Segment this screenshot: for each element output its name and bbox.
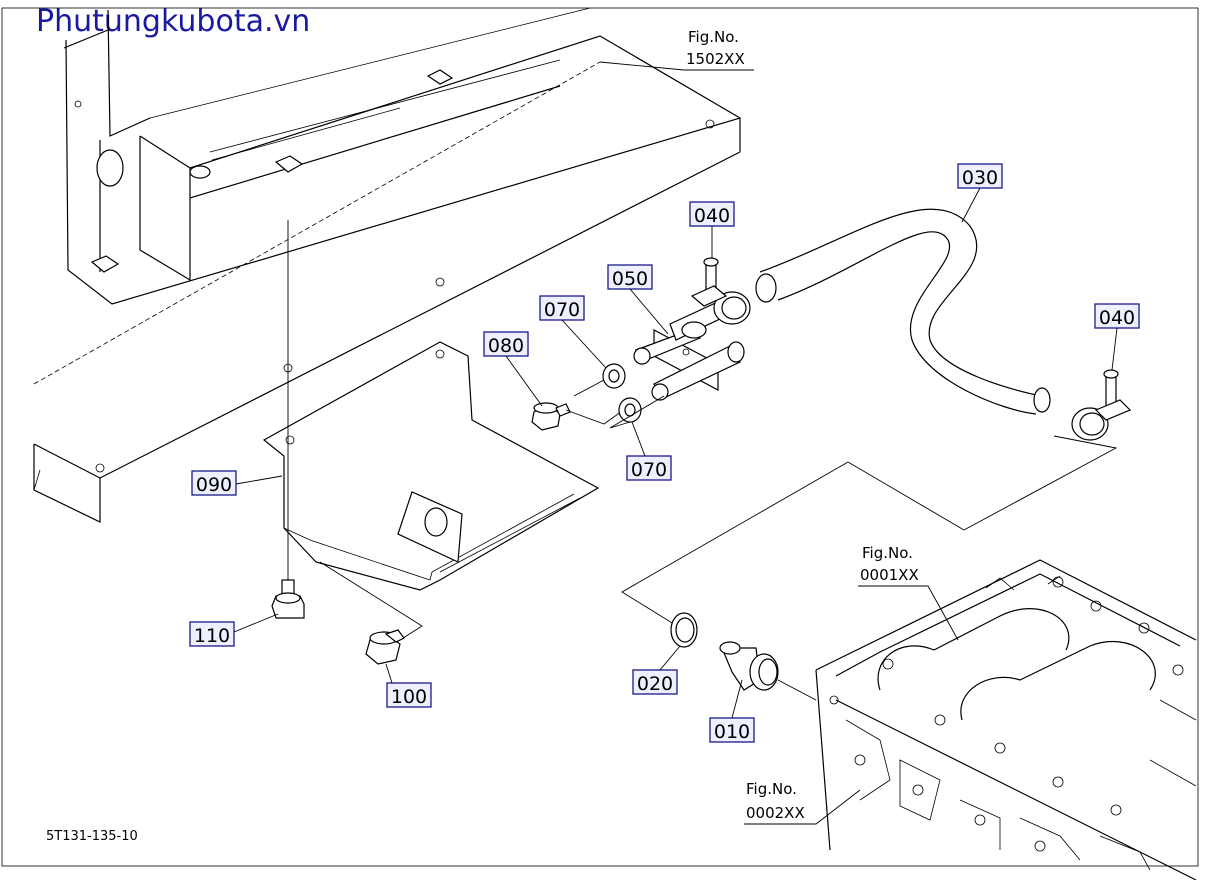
callout-040-upper[interactable]: 040 [689, 201, 735, 258]
reference-code: 5T131-135-10 [46, 829, 138, 844]
svg-text:010: 010 [714, 721, 750, 743]
svg-text:100: 100 [391, 686, 427, 708]
callout-070-lower[interactable]: 070 [626, 421, 672, 481]
svg-text:030: 030 [962, 167, 998, 189]
callout-020[interactable]: 020 [632, 645, 681, 695]
assembly-guide-lines [621, 435, 1118, 635]
svg-text:020: 020 [637, 673, 673, 695]
svg-text:050: 050 [612, 268, 648, 290]
svg-text:110: 110 [194, 625, 230, 647]
svg-text:070: 070 [631, 459, 667, 481]
leader-070-a [573, 379, 605, 397]
hose-030 [755, 208, 1051, 415]
callout-010[interactable]: 010 [709, 679, 755, 743]
plug-100 [365, 629, 405, 665]
fig-ref-number: 1502XX [686, 50, 745, 68]
fig-ref-0002xx: Fig.No. 0002XX [744, 780, 861, 825]
upper-housing [63, 7, 741, 305]
bracket-plate-090 [262, 341, 600, 591]
hose-clamp-040-lower [1071, 369, 1132, 441]
leader-070-b [609, 395, 665, 429]
fitting-010 [719, 641, 779, 691]
callout-080[interactable]: 080 [483, 331, 543, 407]
svg-text:090: 090 [196, 474, 232, 496]
callout-100[interactable]: 100 [385, 663, 432, 708]
hose-clamp-040-upper [690, 257, 751, 325]
svg-text:040: 040 [1099, 307, 1135, 329]
engine-block [815, 559, 1197, 880]
washer-070-lower [618, 397, 642, 423]
leader-010-engine [777, 679, 817, 701]
callout-040-lower[interactable]: 040 [1094, 303, 1140, 371]
callout-090[interactable]: 090 [191, 470, 283, 496]
svg-text:070: 070 [544, 299, 580, 321]
callout-050[interactable]: 050 [607, 264, 669, 335]
site-title[interactable]: Phutungkubota.vn [36, 4, 311, 39]
fig-ref-0001xx: Fig.No. 0001XX [858, 544, 959, 641]
plug-leader-100 [319, 561, 423, 641]
washer-070-upper [602, 363, 626, 389]
fig-ref-label: Fig.No. [746, 780, 797, 798]
fig-ref-label: Fig.No. [688, 28, 739, 46]
callout-030[interactable]: 030 [957, 163, 1003, 223]
plug-080 [531, 402, 571, 431]
fig-ref-1502xx: Fig.No. 1502XX [599, 28, 754, 71]
bolt-110 [271, 579, 305, 619]
fig-ref-label: Fig.No. [862, 544, 913, 562]
callout-070-upper[interactable]: 070 [539, 295, 607, 369]
o-ring-020 [670, 612, 698, 648]
callout-110[interactable]: 110 [189, 613, 279, 647]
diagram-frame [1, 7, 1199, 867]
svg-text:040: 040 [694, 205, 730, 227]
fig-ref-number: 0002XX [746, 804, 805, 822]
svg-text:080: 080 [488, 335, 524, 357]
fig-ref-number: 0001XX [860, 566, 919, 584]
